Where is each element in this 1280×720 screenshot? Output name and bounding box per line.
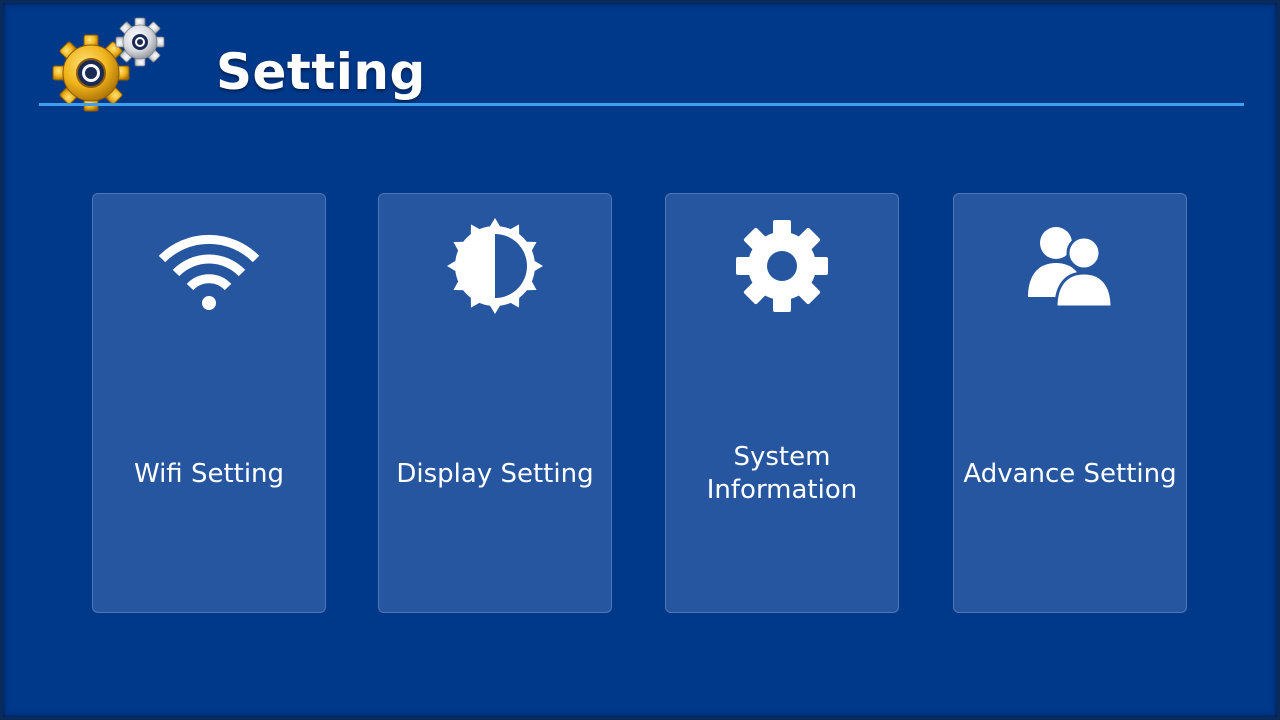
page-title: Setting — [216, 43, 426, 101]
wifi-setting-card[interactable]: Wifi Setting — [92, 193, 326, 613]
card-label: Display Setting — [396, 458, 594, 489]
brightness-icon — [379, 216, 611, 316]
card-label: System Information — [706, 442, 858, 505]
gears-icon — [51, 15, 167, 112]
users-icon — [954, 216, 1186, 316]
gear-icon — [666, 216, 898, 316]
card-label: Advance Setting — [963, 458, 1177, 489]
header-divider — [39, 103, 1244, 106]
settings-menu: Wifi Setting — [92, 193, 1190, 615]
header: Setting — [51, 15, 425, 112]
wifi-icon — [93, 216, 325, 316]
card-label: Wifi Setting — [133, 458, 285, 489]
advance-setting-card[interactable]: Advance Setting — [953, 193, 1187, 613]
display-setting-card[interactable]: Display Setting — [378, 193, 612, 613]
system-information-card[interactable]: System Information — [665, 193, 899, 613]
